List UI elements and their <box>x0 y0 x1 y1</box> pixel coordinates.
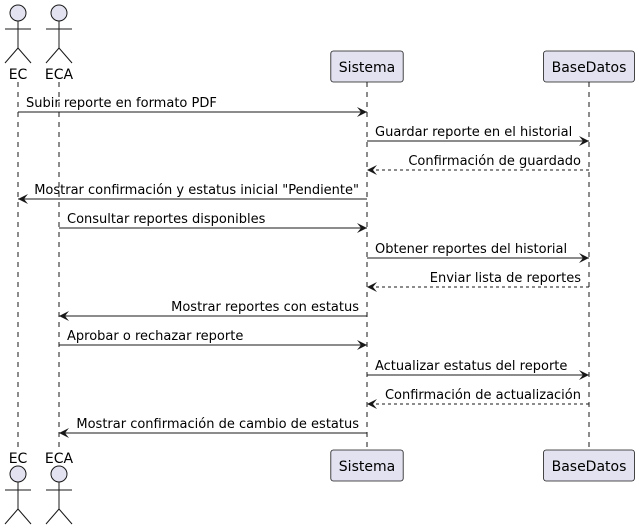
message-label: Mostrar reportes con estatus <box>171 300 359 315</box>
message-1: Subir reporte en formato PDF <box>18 96 367 117</box>
message-label: Mostrar confirmación y estatus inicial "… <box>34 183 359 198</box>
message-2: Guardar reporte en el historial <box>367 125 589 146</box>
participant-box <box>543 449 635 482</box>
message-8: Mostrar reportes con estatus <box>59 300 367 321</box>
message-3: Confirmación de guardado <box>367 154 589 175</box>
actor-label: ECA <box>45 451 74 467</box>
message-10: Actualizar estatus del reporte <box>367 359 589 380</box>
message-label: Mostrar confirmación de cambio de estatu… <box>76 417 359 432</box>
actor-leg-icon <box>58 47 73 64</box>
message-label: Actualizar estatus del reporte <box>375 359 567 374</box>
actor-leg-icon <box>45 47 60 64</box>
message-label: Aprobar o rechazar reporte <box>67 329 243 344</box>
actor-eca-top: ECA <box>45 4 74 83</box>
participant-box <box>543 50 635 83</box>
actor-label: ECA <box>45 67 74 83</box>
participant-heads: ECECECAECASistemaSistemaBaseDatosBaseDat… <box>4 4 635 525</box>
participant-box <box>330 50 404 83</box>
message-11: Confirmación de actualización <box>367 388 589 409</box>
actor-ec-bottom: EC <box>4 451 32 525</box>
actor-head-icon <box>50 465 68 483</box>
participant-label: Sistema <box>339 459 395 475</box>
actor-eca-bottom: ECA <box>45 451 74 525</box>
participant-box <box>330 449 404 482</box>
participant-basedatos-top: BaseDatos <box>543 50 635 83</box>
actor-leg-icon <box>58 508 73 525</box>
actor-label: EC <box>9 67 28 83</box>
message-5: Consultar reportes disponibles <box>59 212 367 233</box>
actor-leg-icon <box>45 508 60 525</box>
actor-head-icon <box>50 4 68 22</box>
message-label: Confirmación de guardado <box>408 154 581 169</box>
actor-ec-top: EC <box>4 4 32 83</box>
participant-basedatos-bottom: BaseDatos <box>543 449 635 482</box>
message-12: Mostrar confirmación de cambio de estatu… <box>59 417 367 438</box>
participant-label: Sistema <box>339 60 395 76</box>
message-9: Aprobar o rechazar reporte <box>59 329 367 350</box>
message-label: Consultar reportes disponibles <box>67 212 266 227</box>
message-label: Obtener reportes del historial <box>375 242 567 257</box>
actor-leg-icon <box>17 508 32 525</box>
message-label: Enviar lista de reportes <box>430 271 581 286</box>
actor-label: EC <box>9 451 28 467</box>
message-4: Mostrar confirmación y estatus inicial "… <box>18 183 367 204</box>
lifelines <box>17 82 590 449</box>
participant-label: BaseDatos <box>552 60 627 76</box>
actor-leg-icon <box>4 508 19 525</box>
message-label: Confirmación de actualización <box>385 388 581 403</box>
actor-leg-icon <box>17 47 32 64</box>
actor-leg-icon <box>4 47 19 64</box>
messages: Subir reporte en formato PDF Guardar repo… <box>18 96 589 438</box>
participant-sistema-top: Sistema <box>330 50 404 83</box>
participant-sistema-bottom: Sistema <box>330 449 404 482</box>
actor-head-icon <box>9 4 27 22</box>
message-7: Enviar lista de reportes <box>367 271 589 292</box>
actor-head-icon <box>9 465 27 483</box>
message-6: Obtener reportes del historial <box>367 242 589 263</box>
participant-label: BaseDatos <box>552 459 627 475</box>
message-label: Guardar reporte en el historial <box>375 125 572 140</box>
message-label: Subir reporte en formato PDF <box>26 96 217 111</box>
